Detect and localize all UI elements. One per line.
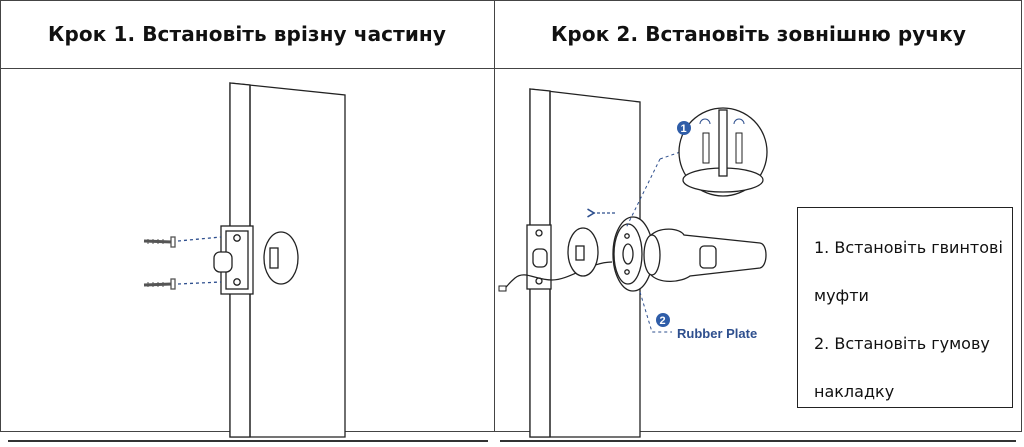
screw-top (143, 236, 222, 248)
note-item-1: 1. Встановіть гвинтові муфти (814, 238, 1003, 305)
step-2-title: Крок 2. Встановіть зовнішню ручку (550, 22, 967, 46)
bottom-rule-right (500, 440, 1016, 442)
rubber-plate-leader (639, 291, 672, 333)
lever-handle (643, 228, 767, 283)
step-2-illustration (498, 88, 768, 438)
step-1-illustration (143, 82, 346, 438)
badge-2-icon (656, 313, 670, 327)
bore-hole-2 (567, 227, 599, 277)
detail-callout (625, 107, 768, 229)
badge-1-icon (677, 121, 691, 135)
header-divider (0, 68, 1022, 69)
rubber-plate-label: Rubber Plate (677, 326, 757, 341)
instruction-notes: 1. Встановіть гвинтові муфти 2. Встанові… (797, 207, 1013, 408)
instruction-table (0, 0, 1022, 432)
bottom-rule-left (8, 440, 488, 442)
latch-faceplate (213, 225, 254, 295)
column-divider (494, 0, 495, 432)
screw-bottom (143, 278, 222, 290)
badge-1-number: 1 (681, 123, 687, 135)
bore-hole-1 (263, 231, 299, 285)
step-1-title: Крок 1. Встановіть врізну частину (48, 22, 446, 46)
badge-2-number: 2 (660, 315, 666, 327)
note-item-2: 2. Встановіть гумову накладку (814, 334, 990, 401)
